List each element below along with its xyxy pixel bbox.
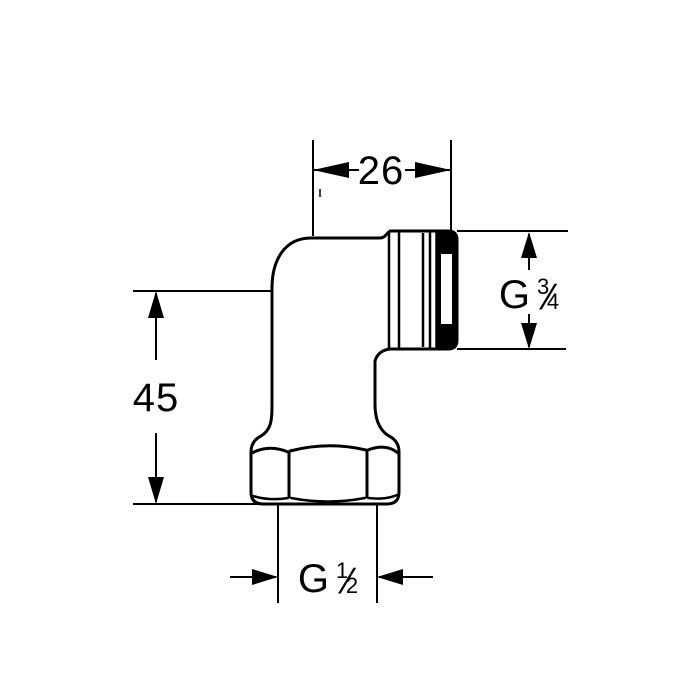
dim-26-arrow-right: [415, 162, 451, 178]
elbow-body-outline: [249, 229, 459, 506]
dim-26-arrow-left: [313, 162, 349, 178]
dim-g34: [457, 230, 568, 350]
nut-chamfer-arcs-top: [250, 444, 400, 455]
nut-facet-lines: [287, 450, 369, 498]
dim-g34-arrow-down: [521, 323, 537, 349]
dim-g12: [230, 505, 433, 603]
dim-26-label: 26: [357, 148, 405, 193]
dim-45: [133, 290, 272, 505]
dim-g12-arrow-left: [252, 569, 278, 585]
dim-g34-fraction: 3⁄4: [536, 274, 560, 318]
dim-g34-prefix: G: [498, 272, 531, 317]
thread-flange-lines: [387, 231, 401, 349]
dim-45-arrow-up: [148, 291, 164, 318]
thread-cylinder-lines: [421, 232, 432, 348]
dim-g34-arrow-up: [521, 232, 537, 258]
dim-g12-arrow-right: [377, 569, 403, 585]
dim-45-label: 45: [132, 375, 180, 420]
dim-g12-prefix: G: [297, 556, 330, 601]
dim-45-arrow-down: [148, 477, 164, 504]
thread-end-cap-window: [439, 252, 454, 326]
dim-26: [312, 140, 452, 236]
nut-chamfer-arcs-bottom: [251, 493, 399, 503]
dim-g12-fraction: 1⁄2: [335, 558, 359, 602]
